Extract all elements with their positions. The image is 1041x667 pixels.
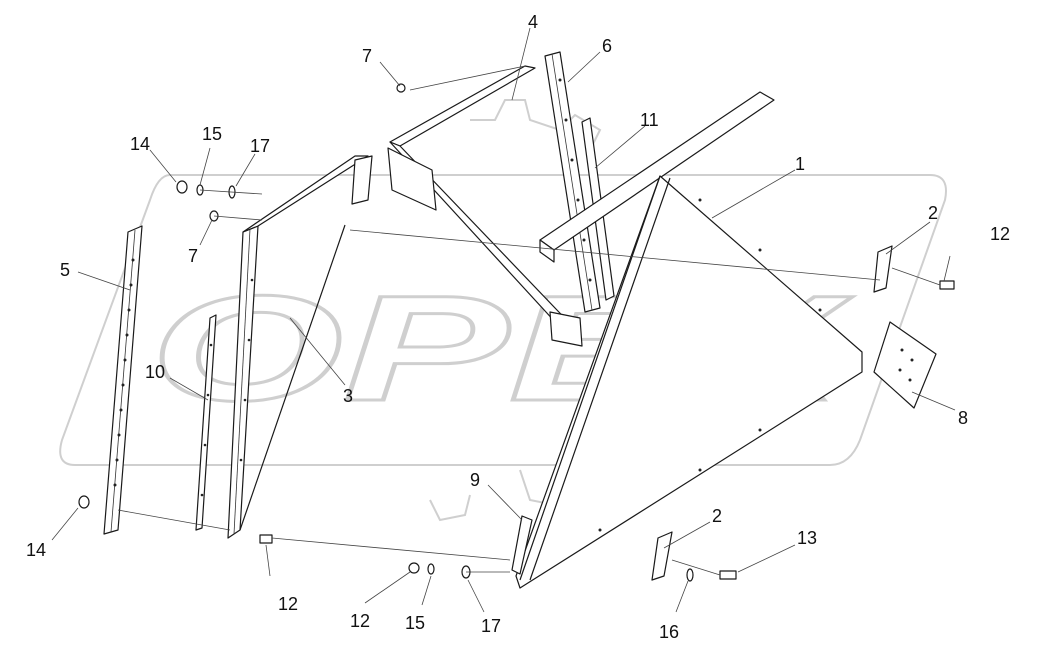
callout-6: 6: [602, 36, 612, 56]
callout-15: 15: [202, 124, 222, 144]
callout-2: 2: [928, 203, 938, 223]
callout-labels: 1 2 2 3 4 5 6 7 7 8 9 10 11 12 12 12 13 …: [26, 12, 1010, 642]
callout-17: 17: [250, 136, 270, 156]
part-2-bracket-lower: [651, 531, 673, 581]
callout-8: 8: [958, 408, 968, 428]
callout-10: 10: [145, 362, 165, 382]
part-10-strip: [195, 314, 217, 531]
callout-4: 4: [528, 12, 538, 32]
part-1-frame: [515, 91, 863, 589]
fasteners: [78, 83, 955, 582]
callout-17: 17: [481, 616, 501, 636]
callout-11: 11: [640, 110, 659, 130]
callout-12: 12: [350, 611, 370, 631]
watermark-gear: [59, 174, 947, 466]
callout-15: 15: [405, 613, 425, 633]
callout-12: 12: [278, 594, 298, 614]
callout-1: 1: [795, 154, 805, 174]
callout-5: 5: [60, 260, 70, 280]
part-5-plate: [103, 225, 143, 535]
callout-3: 3: [343, 386, 353, 406]
callout-14: 14: [26, 540, 46, 560]
callout-13: 13: [797, 528, 817, 548]
part-2-bracket-upper: [873, 245, 893, 293]
callout-9: 9: [470, 470, 480, 490]
callout-2: 2: [712, 506, 722, 526]
part-4-arm: [387, 65, 583, 347]
callout-12: 12: [990, 224, 1010, 244]
part-8-plate: [873, 321, 937, 409]
callout-leaders: [51, 27, 956, 613]
callout-7: 7: [188, 246, 198, 266]
callout-16: 16: [659, 622, 679, 642]
part-9-bracket: [511, 515, 533, 575]
callout-14: 14: [130, 134, 150, 154]
part-3-post: [227, 155, 373, 539]
callout-7: 7: [362, 46, 372, 66]
